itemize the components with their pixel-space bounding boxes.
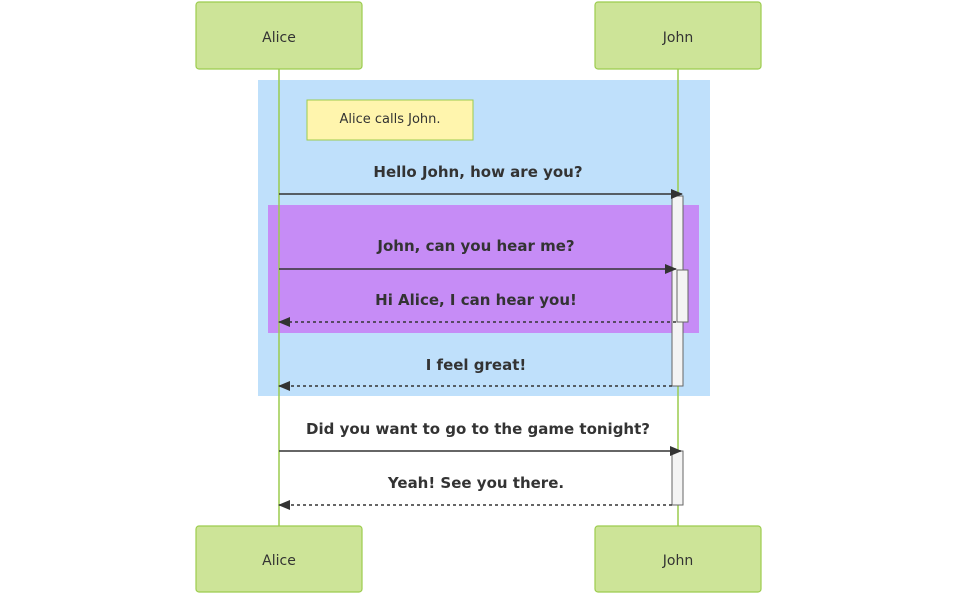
message-label: Yeah! See you there. [387, 474, 564, 492]
actor-alice-top[interactable]: Alice [195, 1, 363, 70]
actor-label: John [662, 30, 693, 46]
actor-label: Alice [262, 30, 296, 46]
note: Alice calls John. [306, 99, 474, 141]
message-label: Did you want to go to the game tonight? [306, 420, 650, 438]
message-label: John, can you hear me? [376, 237, 574, 255]
message-label: Hi Alice, I can hear you! [375, 291, 577, 309]
actor-john-bottom[interactable]: John [594, 525, 762, 593]
activation-john-2 [676, 269, 689, 323]
message-label: Hello John, how are you? [373, 163, 582, 181]
actor-label: John [662, 553, 693, 569]
actor-john-top[interactable]: John [594, 1, 762, 70]
note-text: Alice calls John. [339, 112, 440, 127]
actor-alice-bottom[interactable]: Alice [195, 525, 363, 593]
actor-label: Alice [262, 553, 296, 569]
activation-john-3 [671, 450, 684, 506]
message-label: I feel great! [426, 356, 526, 374]
